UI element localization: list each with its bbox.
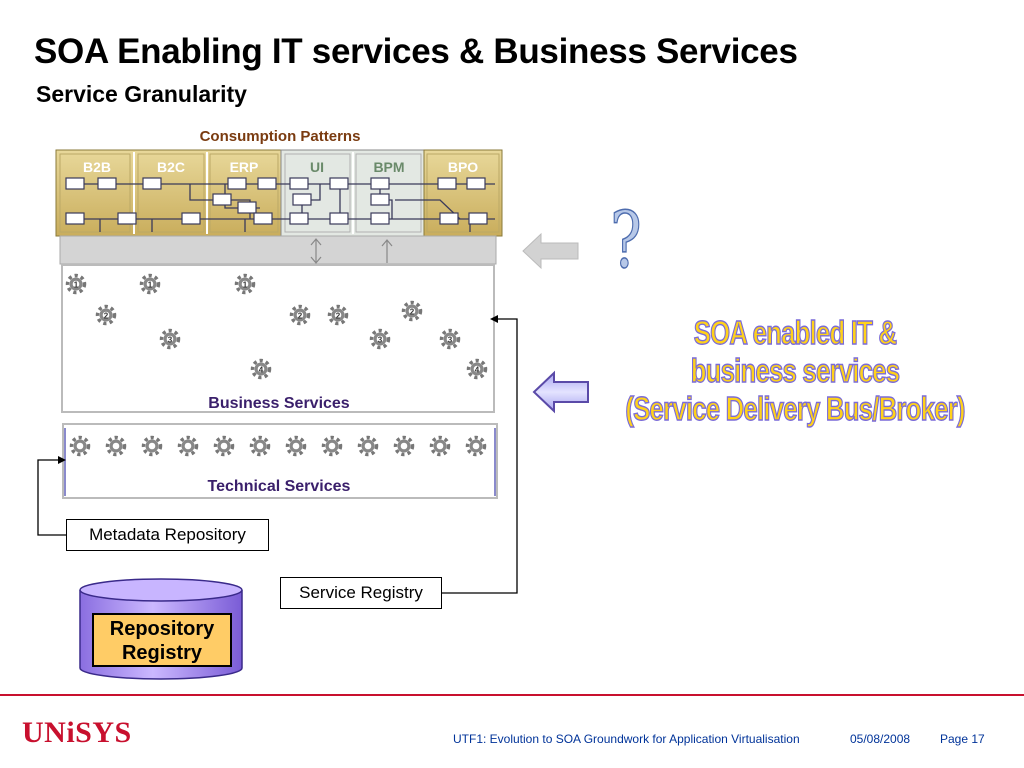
footer-date: 05/08/2008 [850,732,911,746]
lavender-left-arrow-icon [532,370,589,414]
business-services-box [61,264,495,413]
business-service-gear-icon: 1 [234,273,256,295]
gear-number: 1 [243,281,248,290]
footer-presentation-title: UTF1: Evolution to SOA Groundwork for Ap… [453,732,800,746]
technical-service-gear-icon [393,435,415,457]
soa-callout-line-2: business services [690,351,900,389]
column-b2b: B2B [83,159,111,175]
technical-service-gear-icon [177,435,199,457]
technical-service-gear-icon [249,435,271,457]
gear-number: 2 [410,308,415,317]
soa-callout-line-1: SOA enabled IT & [693,313,897,351]
business-service-gear-icon: 4 [250,358,272,380]
column-bpo: BPO [448,159,478,175]
repository-label-line-1: Repository [109,618,215,640]
soa-callout-line-3: (Service Delivery Bus/Broker) [625,389,966,427]
slide-subtitle: Service Granularity [36,81,247,107]
business-service-gear-icon: 4 [466,358,488,380]
technical-service-gear-icon [213,435,235,457]
business-service-gear-icon: 2 [289,304,311,326]
technical-service-gear-icon [357,435,379,457]
gear-number: 3 [448,336,453,345]
repository-registry-label: Repository Registry [92,613,232,667]
soa-callout: SOA enabled IT & business services (Serv… [612,313,979,428]
connector-band [59,235,497,265]
gear-number: 3 [168,336,173,345]
metadata-connector [37,459,66,536]
business-service-gear-icon: 2 [95,304,117,326]
metadata-repository-box: Metadata Repository [66,519,269,551]
gear-number: 4 [259,366,264,375]
column-bpm: BPM [373,159,404,175]
business-services-label: Business Services [208,395,350,412]
gear-number: 1 [74,281,79,290]
business-service-gear-icon: 2 [327,304,349,326]
gear-number: 2 [298,312,303,321]
business-gears: 1 1 1 2 2 2 2 3 3 3 4 4 [65,273,488,380]
business-service-gear-icon: 3 [369,328,391,350]
question-mark-icon: ? [610,195,642,287]
column-b2c: B2C [157,159,185,175]
business-service-gear-icon: 1 [139,273,161,295]
connector-arrows [310,238,393,264]
gear-number: 3 [378,336,383,345]
footer-page-number: Page 17 [940,732,985,746]
business-service-gear-icon: 3 [439,328,461,350]
registry-connector [442,318,518,594]
unisys-logo: UNiSYS [22,716,132,749]
technical-service-gear-icon [321,435,343,457]
technical-service-gear-icon [105,435,127,457]
gear-number: 2 [104,312,109,321]
column-ui: UI [310,159,324,175]
technical-services-box [62,423,498,499]
technical-service-gear-icon [465,435,487,457]
consumption-panel: B2B B2C ERP UI BPM BPO [55,149,503,237]
business-service-gear-icon: 1 [65,273,87,295]
technical-service-gear-icon [429,435,451,457]
gear-number: 2 [336,312,341,321]
slide-title: SOA Enabling IT services & Business Serv… [34,32,798,71]
consumption-patterns-title: Consumption Patterns [200,128,361,145]
gray-left-arrow-icon [522,232,579,270]
gear-number: 4 [475,366,480,375]
repository-label-line-2: Registry [121,642,203,664]
footer-divider [0,694,1024,696]
technical-service-gear-icon [69,435,91,457]
gear-number: 1 [148,281,153,290]
business-service-gear-icon: 2 [401,300,423,322]
business-service-gear-icon: 3 [159,328,181,350]
technical-service-gear-icon [141,435,163,457]
technical-service-gear-icon [285,435,307,457]
technical-services-label: Technical Services [208,478,351,495]
service-registry-box: Service Registry [280,577,442,609]
column-erp: ERP [230,159,259,175]
